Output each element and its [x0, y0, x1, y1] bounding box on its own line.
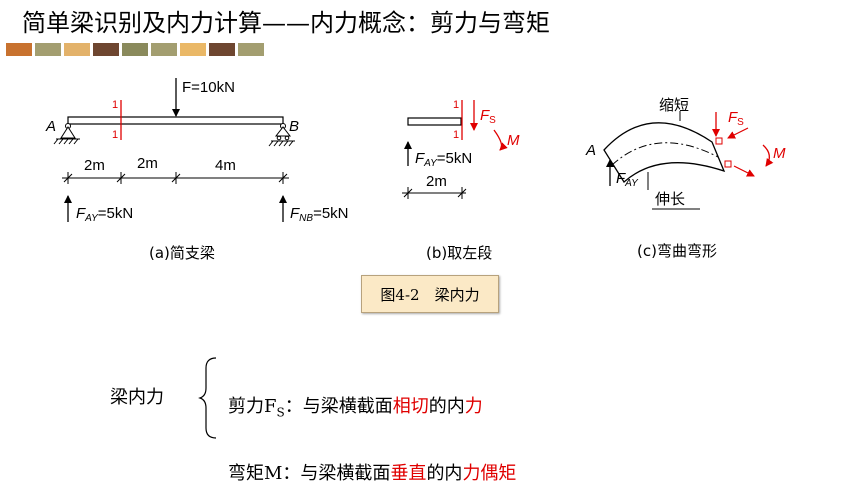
compression-label: 缩短 — [659, 97, 689, 114]
color-swatch-bar — [6, 43, 267, 56]
dimension-label: 2m — [426, 173, 447, 190]
page-title: 简单梁识别及内力计算——内力概念：剪力与弯矩 — [22, 9, 550, 37]
figure-label: 图4-2 梁内力 — [361, 275, 499, 313]
left-segment-figure: 1 1 FS M FAY=5kN 2m — [402, 99, 520, 199]
moment-label: M — [773, 145, 786, 162]
dimension-label: 4m — [215, 157, 236, 174]
shear-definition: 剪力FS：与梁横截面相切的内力 — [228, 396, 483, 420]
point-label-a: A — [45, 118, 56, 135]
tension-label: 伸长 — [655, 191, 685, 208]
point-label-a: A — [585, 142, 596, 159]
section-label: 1 — [453, 99, 459, 111]
simple-beam-figure: 1 1 F=10kN A B 2m — [45, 78, 349, 224]
color-swatch — [6, 43, 32, 56]
pin-support-a — [53, 123, 80, 145]
moment-label: M — [507, 132, 520, 149]
shear-label: FS — [728, 109, 744, 128]
section-label: 1 — [112, 99, 118, 111]
roller-support-b — [268, 123, 295, 147]
beam-body — [67, 116, 284, 125]
brace-icon — [198, 357, 217, 439]
section-label: 1 — [112, 129, 118, 141]
shear-label: FS — [480, 107, 496, 126]
load-label: F=10kN — [182, 79, 235, 96]
dimension-label: 2m — [84, 157, 105, 174]
neutral-axis — [611, 142, 719, 166]
caption-b: (b)取左段 — [426, 244, 493, 262]
reaction-label-a: FAY=5kN — [76, 205, 133, 224]
color-swatch — [122, 43, 148, 56]
dimension-line — [62, 172, 289, 184]
dimension-label: 2m — [137, 155, 158, 172]
normal-arrow — [733, 165, 755, 177]
color-swatch — [180, 43, 206, 56]
color-swatch — [151, 43, 177, 56]
point-label-b: B — [289, 118, 299, 135]
segment-body — [407, 117, 462, 126]
color-swatch — [238, 43, 264, 56]
color-swatch — [93, 43, 119, 56]
dimension-line — [402, 187, 467, 199]
reaction-label: FAY — [616, 170, 639, 189]
reaction-label-b: FNB=5kN — [290, 205, 349, 224]
bending-figure: 缩短 伸长 A FAY FS M — [585, 97, 786, 210]
section-label: 1 — [453, 129, 459, 141]
moment-definition: 弯矩M：与梁横截面垂直的内力偶矩 — [228, 463, 517, 484]
group-label: 梁内力 — [110, 387, 164, 408]
caption-c: (c)弯曲弯形 — [637, 242, 717, 260]
moment-arrow — [493, 129, 508, 151]
color-swatch — [35, 43, 61, 56]
color-swatch — [64, 43, 90, 56]
caption-a: (a)简支梁 — [149, 244, 215, 262]
normal-arrow — [727, 127, 749, 139]
color-swatch — [209, 43, 235, 56]
reaction-label: FAY=5kN — [415, 150, 472, 169]
moment-arrow — [762, 144, 774, 167]
